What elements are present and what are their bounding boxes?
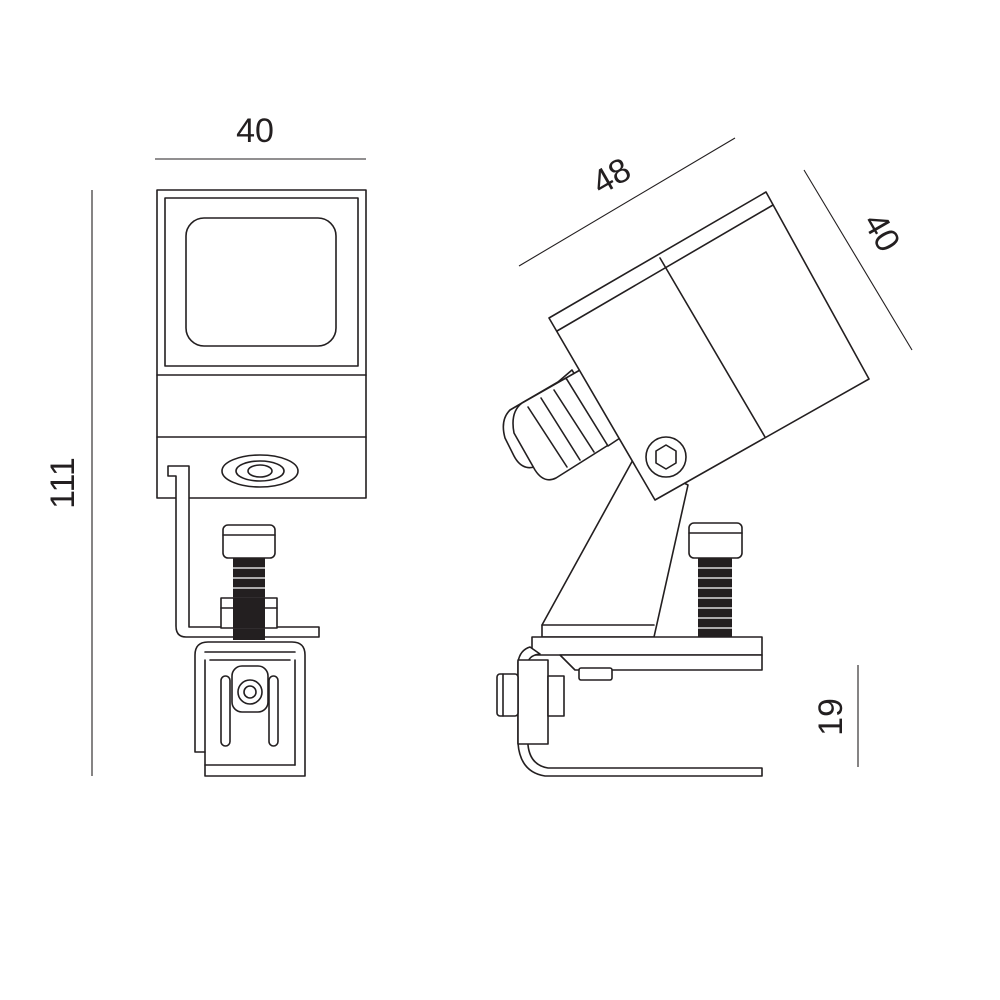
side-view: 48 40 19 xyxy=(496,137,913,777)
side-clip-screw xyxy=(496,673,519,717)
bracket-arm xyxy=(167,465,320,638)
cable-gland xyxy=(502,369,621,481)
gland-nut xyxy=(512,377,611,481)
side-bolt-thread-lines xyxy=(698,567,732,629)
side-length-dim-label: 48 xyxy=(586,151,638,203)
side-bolt-thread xyxy=(698,558,732,640)
front-width-dim-label: 40 xyxy=(236,112,274,150)
clip-screw-boss xyxy=(231,665,269,713)
base-plate-nut xyxy=(578,667,613,681)
pivot-screw-socket xyxy=(247,464,273,478)
gland-nut-line-3 xyxy=(553,389,595,453)
tilted-pivot-screw xyxy=(645,436,687,478)
bolt-head xyxy=(222,524,276,559)
bolt-thread-through-nut xyxy=(233,598,265,628)
clip-slot-left xyxy=(220,675,231,747)
side-length-dim-line xyxy=(518,137,736,267)
clip-screw-socket xyxy=(243,685,257,699)
support-leg xyxy=(541,457,689,638)
tilted-lamp-head xyxy=(548,191,870,501)
lamp-head-face xyxy=(164,197,359,367)
lens-window xyxy=(185,217,337,347)
clip-screw-head xyxy=(237,679,263,705)
gland-nut-line-1 xyxy=(527,406,568,468)
side-width-dim-label: 40 xyxy=(856,207,908,259)
clip-height-dim-label: 19 xyxy=(812,698,850,736)
base-plate xyxy=(531,636,763,656)
side-bolt-head xyxy=(688,522,743,559)
side-clip-block xyxy=(547,675,565,717)
tilted-head-seam xyxy=(659,257,766,438)
side-clip xyxy=(517,646,763,777)
clip-slot-right xyxy=(268,675,279,747)
side-clip-plate xyxy=(517,659,549,745)
base-plate-lower xyxy=(559,654,763,671)
lamp-head-body xyxy=(156,189,367,499)
gland-nut-line-2 xyxy=(540,397,581,461)
tilted-pivot-socket xyxy=(655,444,677,470)
front-height-dim-label: 111 xyxy=(44,457,82,509)
pivot-screw-inner xyxy=(235,460,285,482)
side-width-dim-line xyxy=(803,169,913,351)
pivot-screw-outer xyxy=(221,454,299,488)
tilted-head-body xyxy=(548,191,870,501)
front-view: 40 111 xyxy=(44,112,367,777)
